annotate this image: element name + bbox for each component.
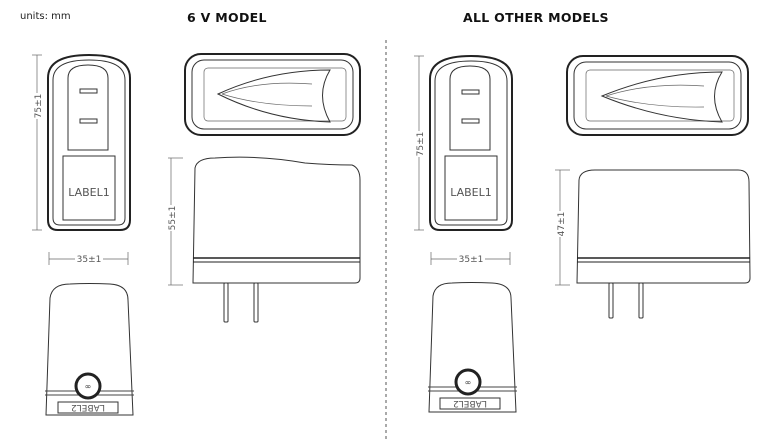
side-view: 47±1	[554, 169, 751, 319]
side-view: 55±1	[165, 156, 361, 323]
output-connector-icon	[454, 368, 482, 396]
output-connector-icon	[74, 372, 102, 400]
front-label: LABEL1	[68, 186, 110, 199]
front-view: LABEL1 75±1 35±1	[413, 54, 513, 265]
model-title-other: ALL OTHER MODELS	[463, 10, 609, 25]
top-view	[184, 53, 361, 136]
width-dimension: 35±1	[459, 255, 484, 265]
units-label: units: mm	[20, 11, 71, 22]
bottom-label: LABEL2	[71, 402, 105, 412]
width-dimension: 35±1	[77, 255, 102, 265]
svg-text:∞: ∞	[85, 382, 92, 391]
model-other-drawings: LABEL1 75±1 35±1 47±1	[413, 54, 751, 413]
plug-pin	[253, 282, 259, 323]
plug-pin	[223, 282, 229, 323]
svg-text:∞: ∞	[465, 378, 472, 387]
model-title-6v: 6 V MODEL	[187, 10, 267, 25]
top-view	[566, 55, 749, 136]
plug-pin	[638, 282, 644, 319]
bottom-view: ∞ LABEL2	[428, 282, 517, 413]
height-dimension: 75±1	[416, 132, 426, 157]
bottom-view: ∞ LABEL2	[45, 283, 134, 416]
front-label: LABEL1	[450, 186, 492, 199]
depth-dimension: 55±1	[168, 206, 178, 231]
height-dimension: 75±1	[34, 94, 44, 119]
depth-dimension: 47±1	[557, 212, 567, 237]
bottom-label: LABEL2	[453, 398, 487, 408]
model-6v-drawings: LABEL1 75±1 35±1 55±1	[31, 53, 361, 416]
front-view: LABEL1 75±1 35±1	[31, 53, 131, 265]
plug-pin	[608, 282, 614, 319]
